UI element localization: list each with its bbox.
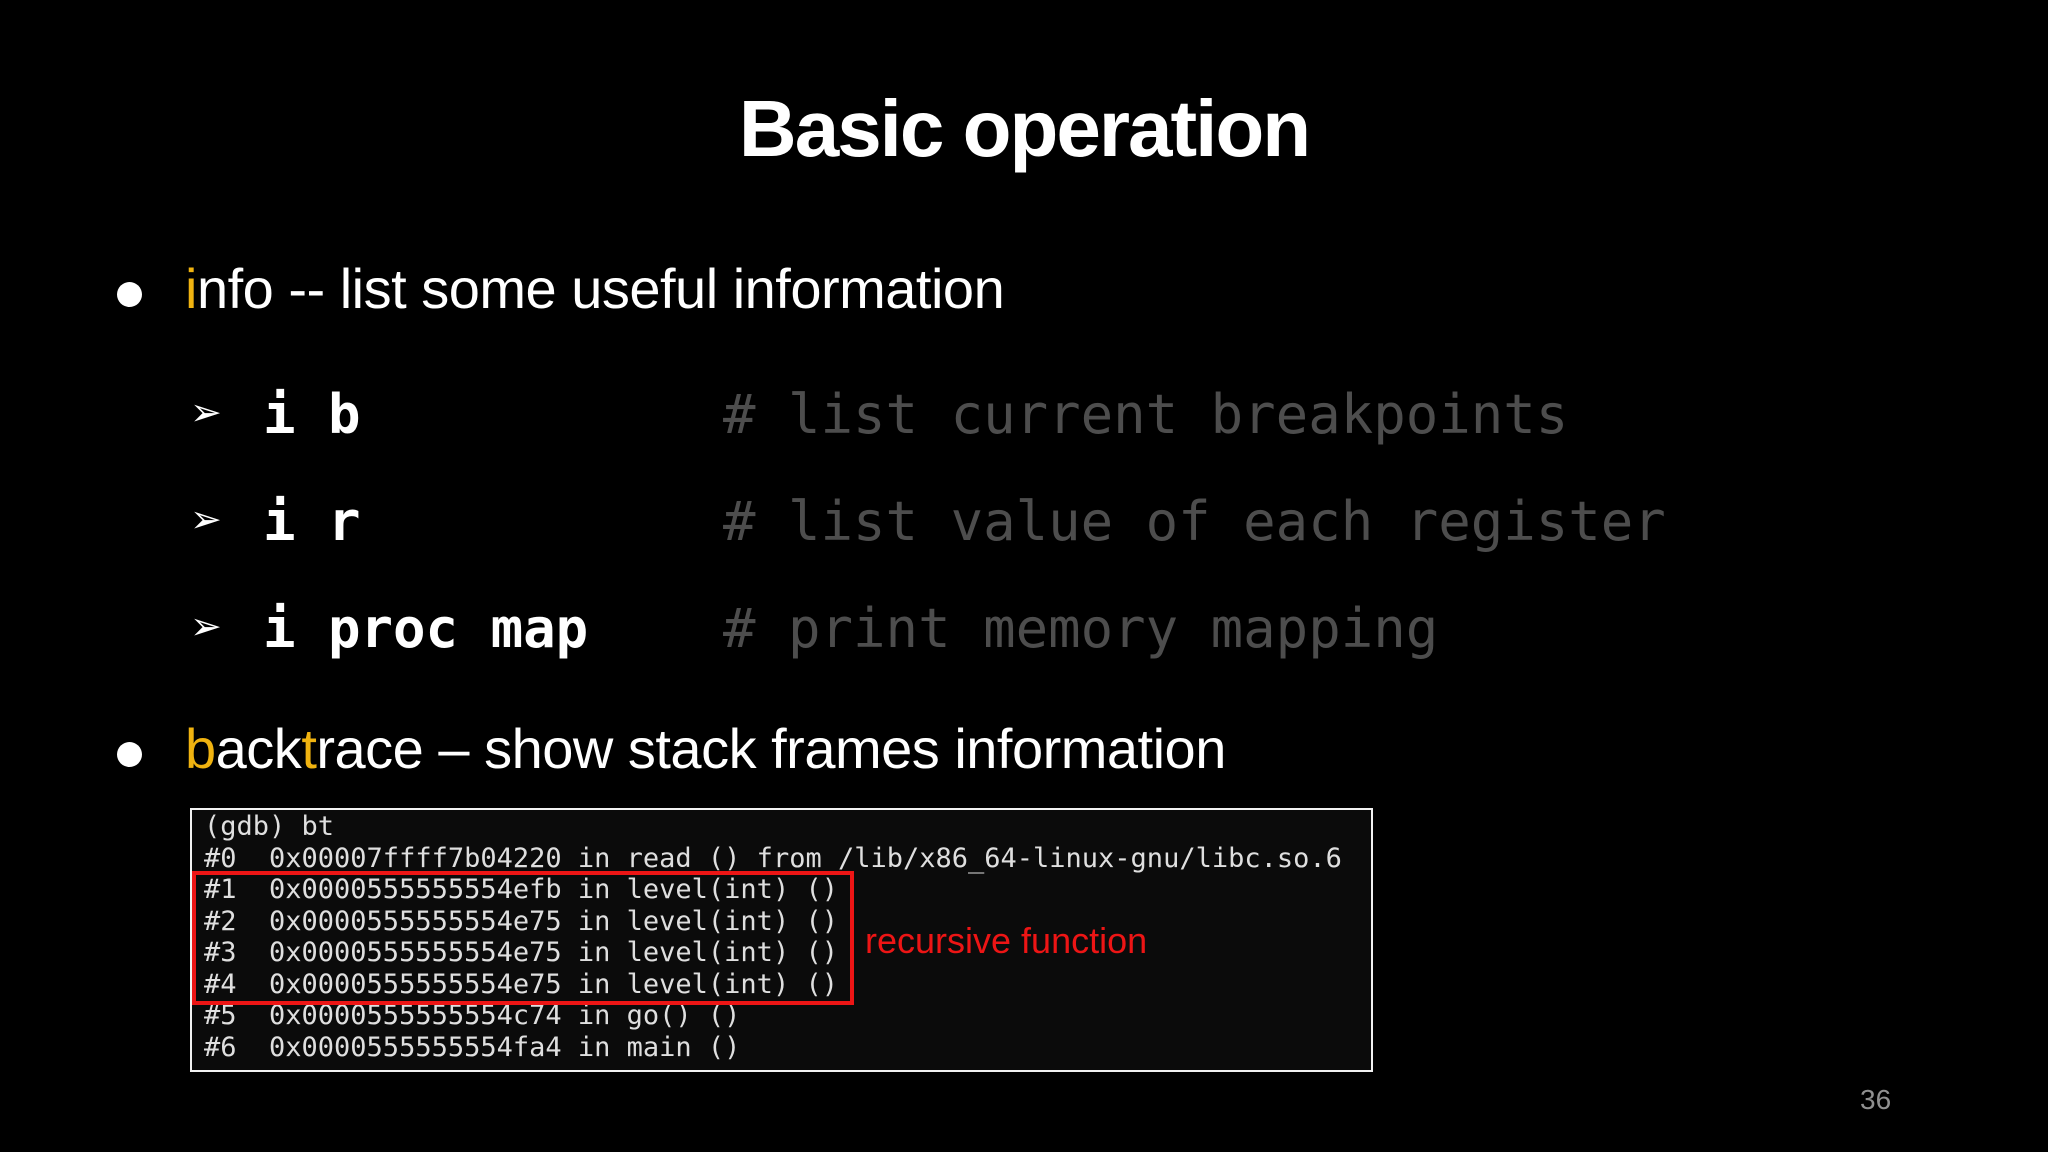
terminal-block: (gdb) bt #0 0x00007ffff7b04220 in read (… [190, 808, 1373, 1072]
recursive-function-label: recursive function [865, 920, 1148, 961]
terminal-line: #3 0x0000555555554e75 in level(int) () [204, 937, 838, 968]
arrow-bullet-icon: ➢ [190, 497, 222, 541]
recursive-frames-highlight-box [192, 871, 854, 1005]
accent-letter: b [185, 717, 216, 780]
page-number: 36 [1860, 1084, 1892, 1115]
accent-letter: t [301, 717, 317, 780]
sub-bullet-row-i-r: ➢ i r # list value of each register [0, 490, 2048, 556]
terminal-line: #5 0x0000555555554c74 in go() () [204, 1000, 741, 1031]
bullet-text-rest: race – show stack frames information [316, 717, 1226, 780]
command-text: i proc map [263, 597, 589, 660]
bullet-backtrace-text: backtrace – show stack frames informatio… [185, 715, 1226, 782]
accent-letter: i [185, 257, 197, 320]
sub-bullet-row-i-proc-map: ➢ i proc map # print memory mapping [0, 597, 2048, 663]
page-title: Basic operation [738, 84, 1311, 173]
arrow-bullet-icon: ➢ [190, 390, 222, 434]
terminal-line: #4 0x0000555555554e75 in level(int) () [204, 968, 838, 1000]
comment-text: # list current breakpoints [723, 383, 1569, 446]
terminal-line: #6 0x0000555555554fa4 in main () [204, 1031, 741, 1063]
bullet-item-backtrace: backtrace – show stack frames informatio… [0, 715, 2048, 785]
bullet-item-info: info -- list some useful information [0, 255, 2048, 325]
terminal-line: #0 0x00007ffff7b04220 in read () from /l… [204, 842, 1342, 874]
command-text: i r [263, 490, 361, 553]
bullet-text-rest: nfo -- list some useful information [196, 257, 1005, 320]
terminal-line: #1 0x0000555555554efb in level(int) () [204, 874, 838, 905]
comment-text: # list value of each register [723, 490, 1666, 553]
terminal-line: (gdb) bt [204, 811, 335, 842]
arrow-bullet-icon: ➢ [190, 604, 222, 648]
bullet-text-part: ack [215, 717, 302, 780]
sub-bullet-row-i-b: ➢ i b # list current breakpoints [0, 383, 2048, 449]
comment-text: # print memory mapping [723, 597, 1439, 660]
bullet-info-text: info -- list some useful information [185, 255, 1005, 322]
terminal-line: #2 0x0000555555554e75 in level(int) () [204, 905, 838, 937]
bullet-dot-icon [117, 742, 142, 767]
command-text: i b [263, 383, 361, 446]
bullet-dot-icon [117, 282, 142, 307]
